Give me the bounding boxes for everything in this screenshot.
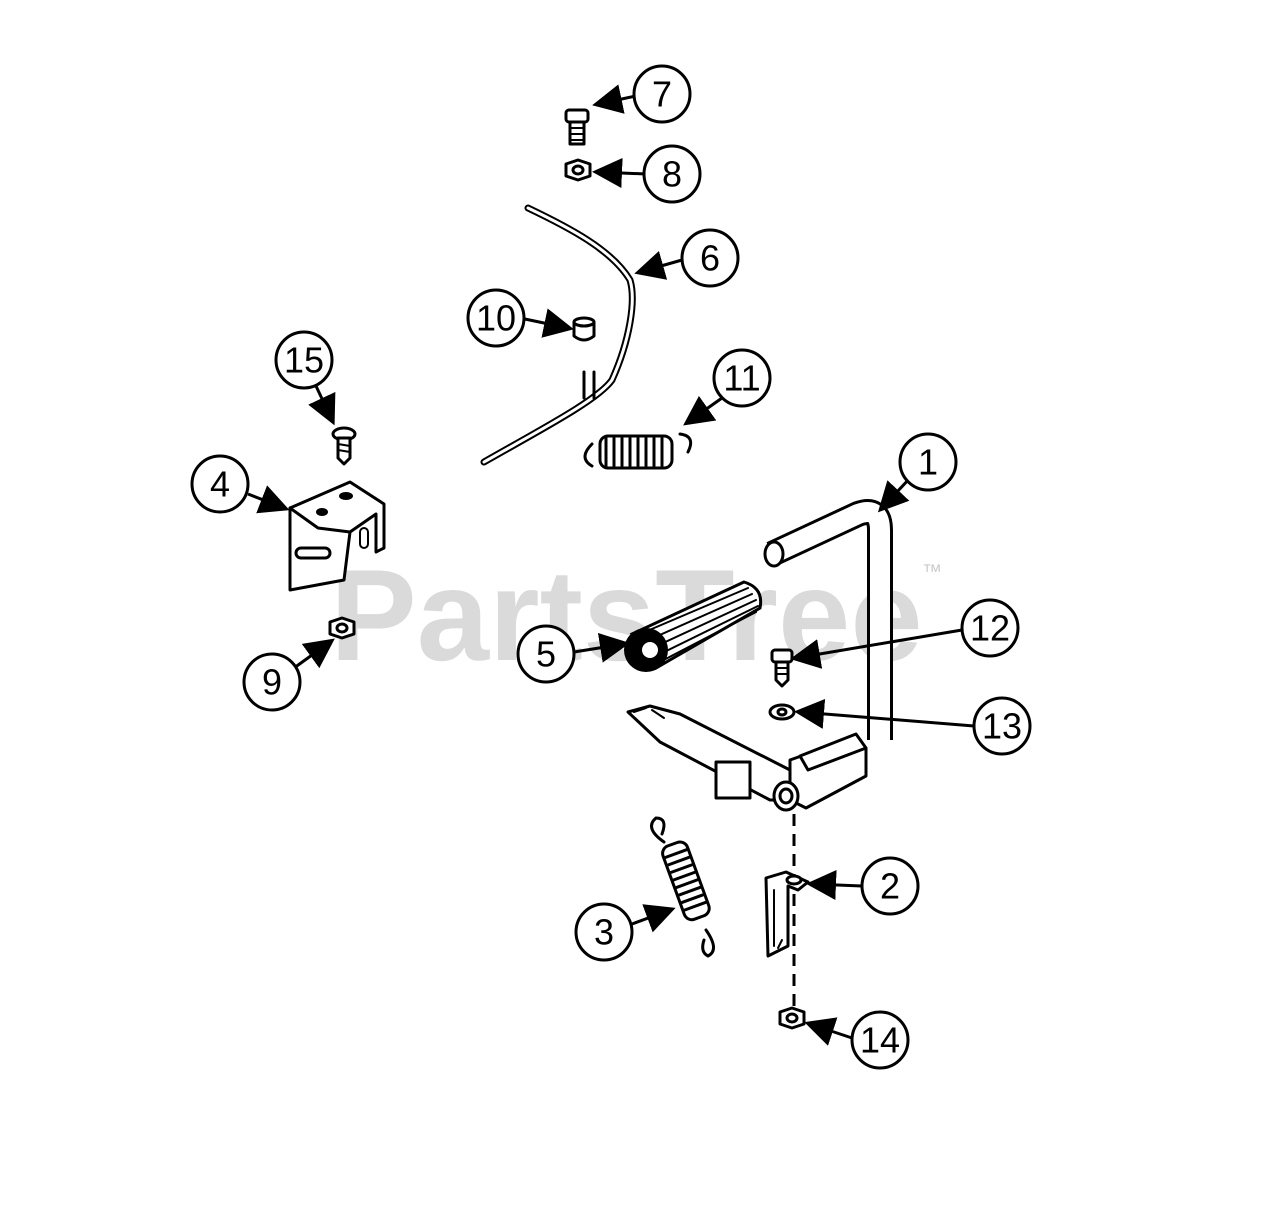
leader-11	[683, 395, 723, 426]
callout-14-label: 14	[860, 1020, 900, 1061]
callout-14: 14	[850, 1010, 910, 1070]
part-spring-lower	[650, 816, 715, 958]
part-nut-top	[564, 158, 592, 182]
leader-1	[877, 476, 912, 513]
part-pedal-arm	[626, 704, 868, 812]
leader-13	[794, 698, 975, 729]
callout-12-label: 12	[970, 608, 1010, 649]
leader-15	[308, 385, 336, 426]
callout-9: 9	[242, 652, 302, 712]
callout-5: 5	[516, 624, 576, 684]
leader-2	[806, 869, 863, 900]
callout-6-label: 6	[700, 238, 720, 279]
part-nut-bottom	[778, 1006, 806, 1030]
leader-10	[519, 308, 574, 338]
callout-13-label: 13	[982, 706, 1022, 747]
watermark-trademark: ™	[922, 561, 942, 583]
callout-3: 3	[574, 902, 634, 962]
callout-1-label: 1	[918, 442, 938, 483]
callout-15: 15	[274, 330, 334, 390]
part-washer	[768, 703, 796, 721]
part-spring-upper	[583, 432, 693, 470]
callout-15-label: 15	[284, 340, 324, 381]
part-bracket	[288, 480, 386, 592]
part-rod	[480, 204, 636, 466]
callout-8-label: 8	[662, 154, 682, 195]
leader-4	[247, 485, 290, 514]
part-bolt-right	[770, 648, 794, 688]
watermark-text: PartsTree	[330, 542, 923, 688]
callout-3-label: 3	[594, 912, 614, 953]
callout-12: 12	[960, 598, 1020, 658]
part-cap	[572, 316, 596, 342]
leader-8	[592, 158, 647, 188]
part-bolt-top	[564, 108, 590, 146]
leader-6	[634, 250, 683, 280]
callout-4: 4	[190, 454, 250, 514]
callout-2-label: 2	[880, 866, 900, 907]
leader-9	[293, 638, 335, 670]
callout-2: 2	[860, 856, 920, 916]
leader-7	[592, 84, 637, 114]
part-clip	[764, 870, 810, 958]
callout-8: 8	[642, 144, 702, 204]
callout-9-label: 9	[262, 662, 282, 703]
callout-1: 1	[898, 432, 958, 492]
callout-4-label: 4	[210, 464, 230, 505]
callout-11: 11	[712, 348, 772, 408]
part-screw	[331, 426, 357, 466]
callout-5-label: 5	[536, 634, 556, 675]
leader-14	[804, 1017, 853, 1046]
callout-10: 10	[466, 288, 526, 348]
callout-7-label: 7	[652, 74, 672, 115]
callout-11-label: 11	[723, 358, 760, 399]
leader-lines	[247, 84, 975, 1046]
callout-13: 13	[972, 696, 1032, 756]
leader-5	[573, 632, 630, 663]
callout-6: 6	[680, 228, 740, 288]
callout-10-label: 10	[476, 298, 516, 339]
part-lever	[763, 499, 893, 740]
callout-7: 7	[632, 64, 692, 124]
leader-3	[631, 904, 676, 933]
part-grip	[624, 580, 763, 672]
part-nut-left	[328, 616, 356, 640]
leader-12	[790, 628, 963, 669]
